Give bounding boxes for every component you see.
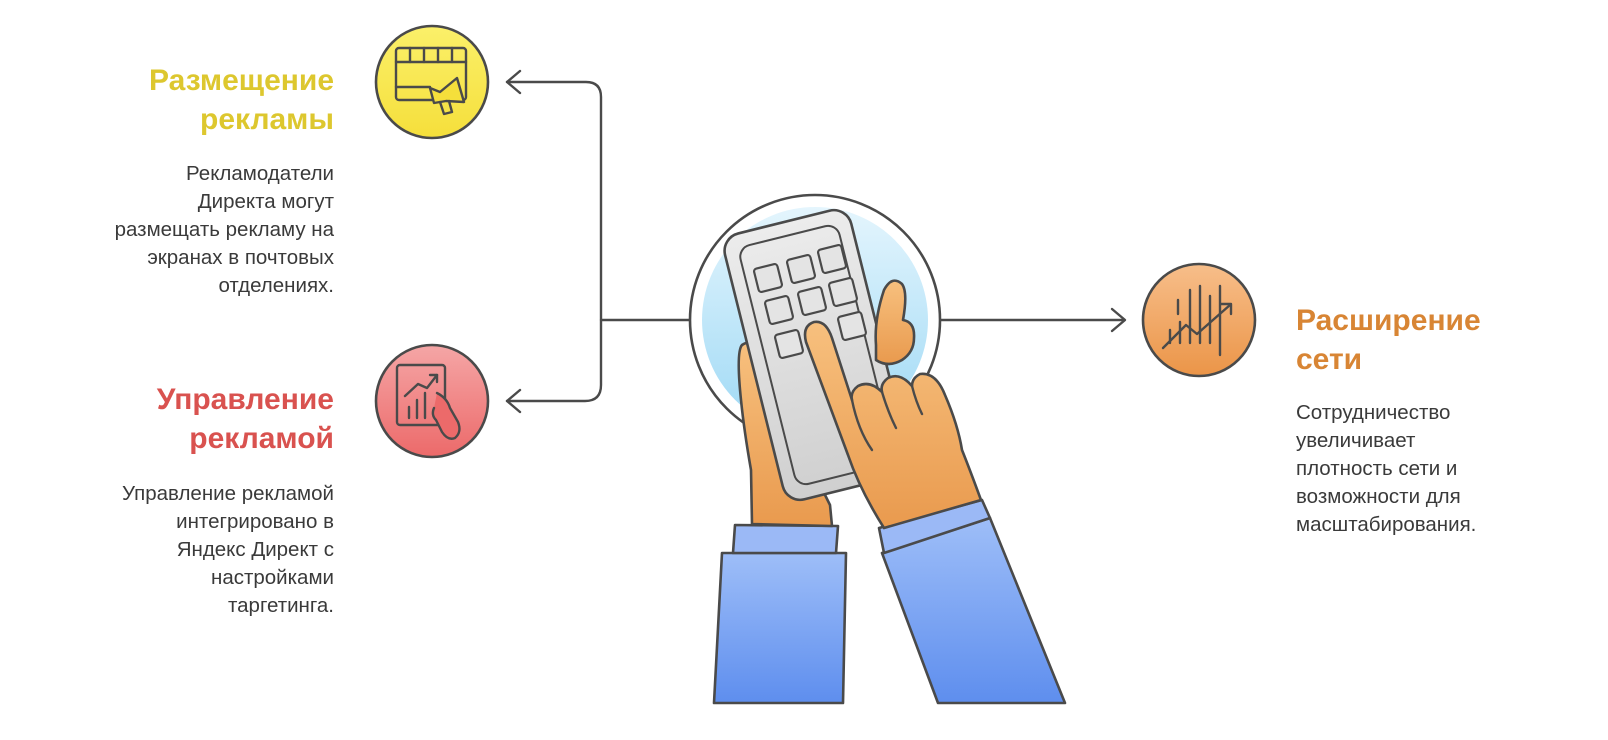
title-network-expansion: Расширение сети bbox=[1296, 304, 1481, 376]
growth-chart-icon bbox=[1141, 262, 1257, 378]
hands-holding-phone-icon bbox=[688, 193, 1067, 705]
tablet-chart-hand-icon bbox=[374, 343, 490, 459]
right-hand bbox=[803, 320, 983, 530]
left-thumb bbox=[874, 279, 916, 366]
arrow-head-network-expansion bbox=[1110, 307, 1127, 333]
connector-lines bbox=[505, 69, 1127, 414]
title-ad-placement: Размещение рекламы bbox=[149, 64, 334, 136]
arrow-head-ad-management bbox=[505, 388, 522, 414]
connector-to-ad-management bbox=[505, 318, 695, 403]
billboard-megaphone-icon bbox=[374, 24, 490, 140]
description-ad-management: Управление рекламой интегрировано в Янде… bbox=[122, 482, 334, 617]
description-network-expansion: Сотрудничество увеличивает плотность сет… bbox=[1296, 401, 1477, 536]
title-ad-management: Управление рекламой bbox=[156, 383, 334, 455]
connector-to-ad-placement bbox=[505, 80, 603, 322]
arrow-head-ad-placement bbox=[505, 69, 522, 95]
description-ad-placement: Рекламодатели Директа могут размещать ре… bbox=[114, 162, 334, 297]
phone-keypad bbox=[752, 243, 868, 360]
left-sleeve bbox=[712, 523, 848, 705]
right-sleeve bbox=[877, 498, 1067, 705]
